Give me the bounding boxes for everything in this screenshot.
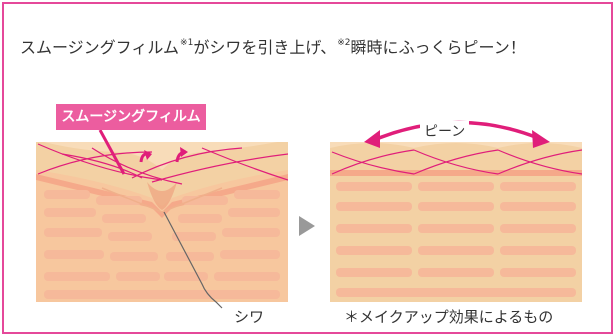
makeup-note: ＊メイクアップ効果によるもの bbox=[344, 308, 554, 326]
pin-label: ピーン bbox=[420, 121, 470, 141]
skin-illustration bbox=[36, 120, 582, 309]
headline: スムージングフィルム※1がシワを引き上げ、※2瞬時にふっくらピーン！ bbox=[20, 34, 600, 58]
wrinkle-label: シワ bbox=[234, 308, 265, 326]
stretch-arrow-right-head bbox=[532, 130, 550, 148]
stretch-arrow-left-head bbox=[364, 130, 380, 148]
skin-after-illustration bbox=[330, 142, 582, 302]
footnote-marker-1: ※1 bbox=[180, 38, 194, 48]
footnote-marker-2: ※2 bbox=[337, 38, 351, 48]
film-pointer-line bbox=[98, 129, 126, 175]
transition-arrow-icon bbox=[299, 216, 315, 236]
headline-part-3: 瞬時にふっくらピーン！ bbox=[350, 38, 526, 57]
skin-before-illustration bbox=[36, 142, 288, 302]
headline-part-2: がシワを引き上げ、 bbox=[193, 38, 337, 57]
wrinkle-pointer-line bbox=[163, 211, 223, 309]
lift-arrow-left-head bbox=[144, 150, 152, 160]
headline-part-1: スムージングフィルム bbox=[20, 38, 180, 57]
film-label: スムージングフィルム bbox=[56, 104, 206, 130]
lift-arrow-right-head bbox=[180, 147, 188, 157]
